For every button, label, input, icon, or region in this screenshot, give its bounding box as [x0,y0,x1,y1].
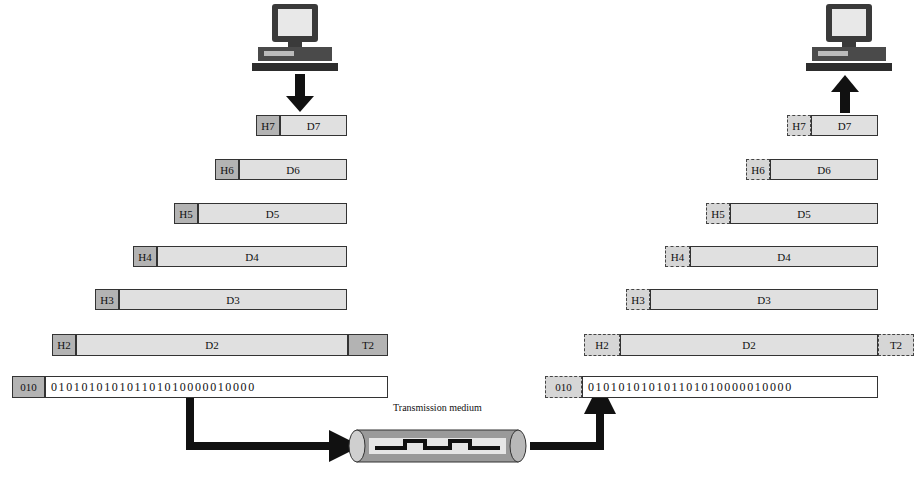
header-box: H2 [52,334,76,356]
flow-arrow [190,398,345,446]
box-label: T2 [890,339,902,351]
box-label: 010 [20,381,37,393]
box-label: H3 [631,294,644,306]
bit-box: 010 [545,376,582,398]
box-label: D5 [797,208,810,220]
bit-box: 010 [12,376,45,398]
box-label: H4 [671,251,684,263]
data-box: D7 [811,115,878,136]
data-box: D5 [198,203,347,224]
box-label: D7 [307,120,320,132]
header-box: H5 [174,203,198,224]
box-label: H2 [595,339,608,351]
data-box: D7 [280,115,347,136]
header-box: H6 [746,159,770,180]
box-label: D7 [838,120,851,132]
box-label: H3 [100,294,113,306]
data-box: D4 [690,246,878,267]
box-label: H7 [261,120,274,132]
data-box: D5 [730,203,878,224]
box-label: H4 [138,251,151,263]
header-box: H3 [626,289,650,310]
trailer-box: T2 [878,334,914,356]
transmission-cable: Transmission medium [345,402,530,474]
computer-icon [252,4,338,71]
header-box: H5 [706,203,730,224]
box-label: H2 [57,339,70,351]
header-box: H7 [787,115,811,136]
box-label: 010101010101101010000010000 [588,380,793,395]
down-arrow [286,74,314,112]
trailer-box: T2 [348,334,388,356]
box-label: 010 [555,381,572,393]
computer-icon [806,4,892,71]
data-box: D3 [119,289,347,310]
box-label: 010101010101101010000010000 [51,380,256,395]
box-label: H6 [751,164,764,176]
box-label: D6 [286,164,299,176]
header-box: H3 [95,289,119,310]
data-box: D6 [770,159,878,180]
box-label: H5 [711,208,724,220]
data-box: D2 [76,334,348,356]
header-box: H2 [584,334,620,356]
flow-arrow [530,398,600,446]
header-box: H7 [256,115,280,136]
box-label: D4 [777,251,790,263]
up-arrow [831,75,859,113]
header-box: H4 [133,246,157,267]
box-label: H7 [792,120,805,132]
data-box: D3 [650,289,878,310]
box-label: D2 [742,339,755,351]
data-box: D2 [620,334,878,356]
bit-stream: 010101010101101010000010000 [582,376,878,398]
bit-stream: 010101010101101010000010000 [45,376,388,398]
box-label: D3 [757,294,770,306]
box-label: D6 [817,164,830,176]
data-box: D4 [157,246,347,267]
cable-shape [345,424,530,470]
box-label: D2 [205,339,218,351]
box-label: D5 [266,208,279,220]
header-box: H6 [215,159,239,180]
data-box: D6 [239,159,347,180]
box-label: D4 [245,251,258,263]
medium-label: Transmission medium [391,402,484,413]
box-label: H5 [179,208,192,220]
header-box: H4 [665,246,690,267]
box-label: T2 [362,339,374,351]
box-label: D3 [226,294,239,306]
box-label: H6 [220,164,233,176]
